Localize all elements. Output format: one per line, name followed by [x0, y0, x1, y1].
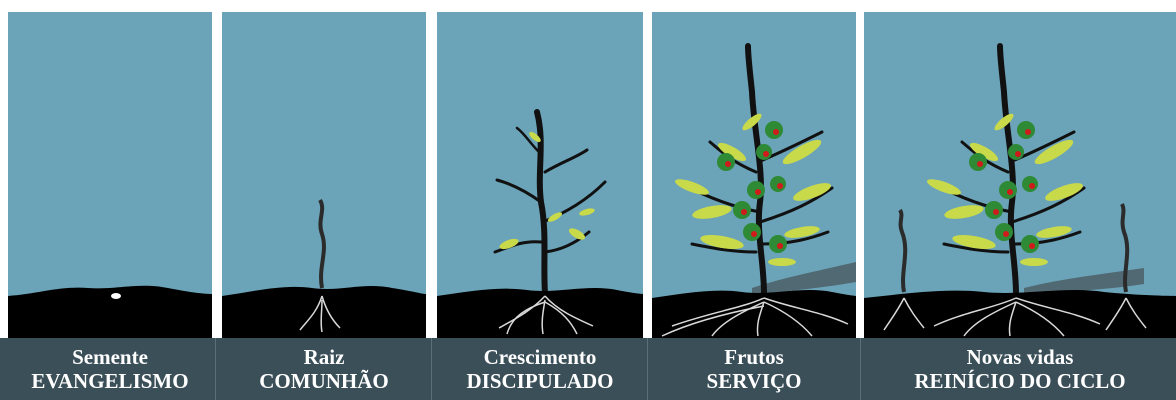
stage-caption-root: Raiz COMUNHÃO: [222, 338, 426, 400]
caption-bar: [0, 338, 1176, 400]
cycle-illustration: [864, 43, 1176, 338]
roots-icon: [299, 295, 341, 333]
panel-fruits: [652, 12, 856, 338]
stage-caption-fruits: Frutos SERVIÇO: [652, 338, 856, 400]
fruits-icon: [969, 121, 1039, 253]
stage-caption-growth: Crescimento DISCIPULADO: [437, 338, 643, 400]
fruit-tree-illustration: [652, 43, 856, 338]
caption-divider: [860, 338, 861, 400]
sprout-illustration: [222, 198, 426, 338]
leaves-icon: [499, 131, 595, 250]
panel-seed: [8, 12, 212, 338]
stage-subtitle: REINÍCIO DO CICLO: [914, 369, 1126, 393]
stage-subtitle: SERVIÇO: [706, 369, 802, 393]
caption-divider: [215, 338, 216, 400]
stage-title: Crescimento: [483, 345, 597, 369]
caption-divider: [431, 338, 432, 400]
stage-title: Semente: [72, 345, 148, 369]
panel-root: [222, 12, 426, 338]
roots-icon: [498, 295, 594, 335]
leaves-icon: [674, 113, 831, 266]
stage-title: Frutos: [724, 345, 784, 369]
young-tree-illustration: [437, 109, 643, 338]
seed-illustration: [8, 285, 212, 338]
fruits-icon: [717, 121, 787, 253]
stage-subtitle: DISCIPULADO: [466, 369, 614, 393]
stage-title: Raiz: [303, 345, 345, 369]
leaves-icon: [926, 113, 1083, 266]
stage-subtitle: EVANGELISMO: [31, 369, 189, 393]
stage-caption-seed: Semente EVANGELISMO: [8, 338, 212, 400]
stage-title: Novas vidas: [966, 345, 1074, 369]
stage-subtitle: COMUNHÃO: [259, 369, 389, 393]
roots-icon: [661, 297, 849, 337]
roots-icon: [883, 297, 1147, 337]
panel-new-lives: [864, 12, 1176, 338]
stage-caption-new-lives: Novas vidas REINÍCIO DO CICLO: [864, 338, 1176, 400]
panel-growth: [437, 12, 643, 338]
seed-icon: [111, 293, 121, 299]
caption-divider: [647, 338, 648, 400]
